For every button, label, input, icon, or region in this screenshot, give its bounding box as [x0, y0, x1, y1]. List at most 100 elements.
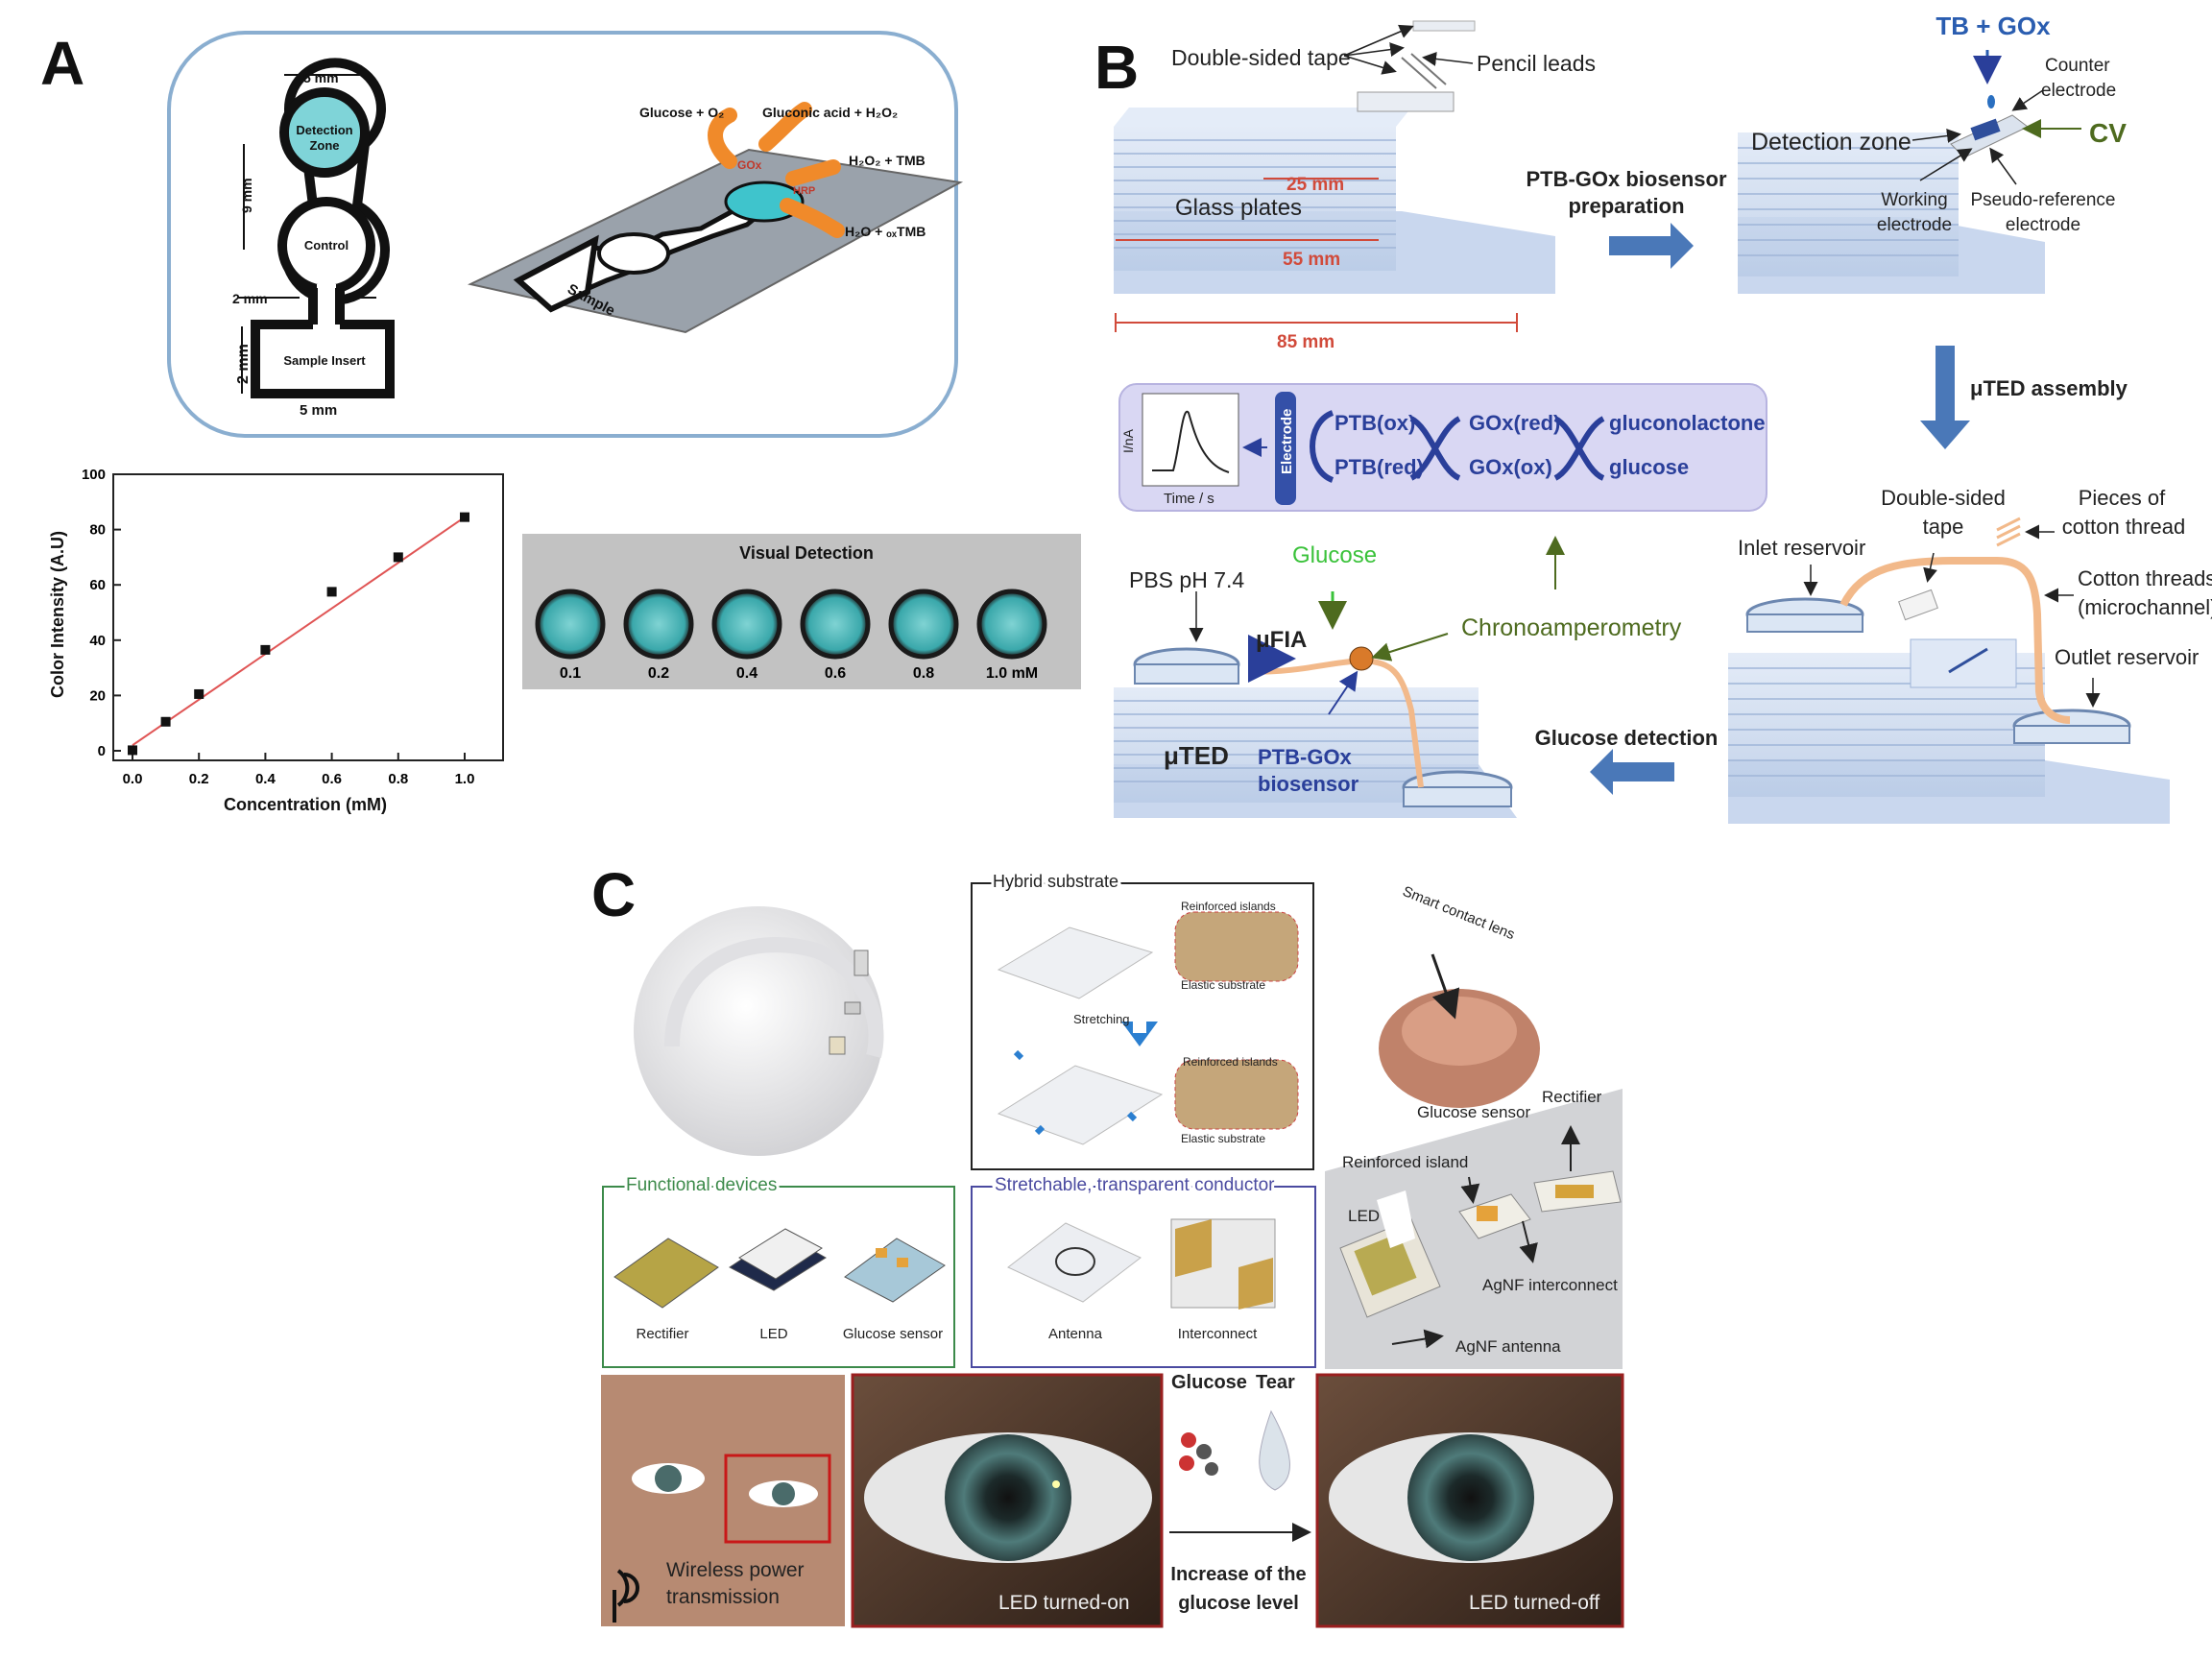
- zone-sample-insert: Sample Insert: [283, 353, 366, 368]
- glass-stack-assembled: [1728, 517, 2170, 824]
- chart-y-axis-label: Color Intensity (A.U): [48, 531, 67, 698]
- label-rectifier: Rectifier: [1542, 1088, 1602, 1106]
- paper-device-3d: [467, 102, 964, 334]
- label-antenna: Antenna: [1048, 1326, 1103, 1342]
- cross-arrow-2: [1553, 416, 1605, 481]
- chart-y-tick-label: 100: [82, 467, 106, 483]
- chart-y-tick-label: 20: [89, 687, 106, 704]
- label-glucose-detection: Glucose detection: [1535, 726, 1719, 750]
- label-counter-line2: electrode: [2041, 81, 2116, 101]
- label-gox: GOx: [737, 158, 762, 172]
- smart-lens-finger-image: [1379, 953, 1540, 1108]
- stretchable-conductor-title: Stretchable, transparent conductor: [995, 1175, 1275, 1195]
- label-led-off: LED turned-off: [1469, 1592, 1599, 1614]
- label-pseudo-line2: electrode: [2006, 215, 2080, 235]
- label-elastic-substrate-2: Elastic substrate: [1181, 1132, 1265, 1145]
- label-elastic-substrate-1: Elastic substrate: [1181, 978, 1265, 992]
- panel-a-letter: A: [40, 29, 84, 98]
- detection-well-label: 0.2: [648, 665, 669, 682]
- electrode-bar: [1275, 392, 1296, 505]
- detection-well-label: 0.1: [560, 665, 581, 682]
- label-increase-line1: Increase of the: [1170, 1564, 1306, 1585]
- mini-plot-y-label: I/nA: [1120, 428, 1136, 453]
- electrode-label: Electrode: [1279, 409, 1295, 474]
- label-outlet: Outlet reservoir: [2055, 645, 2199, 669]
- label-wireless-line2: transmission: [666, 1586, 780, 1608]
- label-pieces-line1: Pieces of: [2079, 486, 2166, 510]
- label-glass-plates: Glass plates: [1175, 195, 1302, 221]
- label-ptb-gox-line2: biosensor: [1258, 772, 1359, 796]
- chart-data-point: [194, 688, 204, 699]
- label-counter-line1: Counter: [2045, 56, 2110, 76]
- detection-well: [888, 589, 959, 660]
- glucose-tear-image: [1169, 1409, 1311, 1542]
- chart-data-point: [393, 552, 403, 563]
- gluconolactone: gluconolactone: [1609, 411, 1766, 435]
- eye-led-off-image: [1315, 1373, 1624, 1628]
- detection-well: [623, 589, 694, 660]
- label-reinforced-islands-1: Reinforced islands: [1181, 900, 1276, 913]
- face-image: [601, 1375, 845, 1626]
- chart-x-tick-label: 0.6: [322, 771, 342, 787]
- visual-detection-title: Visual Detection: [739, 543, 874, 563]
- label-uted: μTED: [1164, 741, 1229, 770]
- label-ds-tape-line1: Double-sided: [1881, 486, 2006, 510]
- glass-stack-uted: [1114, 536, 1565, 818]
- detection-well: [535, 589, 606, 660]
- gox-red: GOx(red): [1469, 411, 1560, 435]
- gox-ox: GOx(ox): [1469, 455, 1552, 479]
- glass-stack-sensor: [1738, 50, 2081, 294]
- label-cv: CV: [2089, 118, 2127, 148]
- chart-data-point: [326, 587, 337, 597]
- conductor-icons: [1007, 1218, 1276, 1310]
- label-glucose-sensor: Glucose sensor: [1417, 1103, 1530, 1121]
- chart-x-tick-label: 0.2: [189, 771, 209, 787]
- arrow-assembly: [1920, 346, 1970, 449]
- label-glucose: Glucose: [1171, 1372, 1247, 1393]
- label-uted-assembly: μTED assembly: [1970, 376, 2128, 400]
- glass-stack-prep: [1114, 20, 1555, 332]
- chart-y-tick-label: 80: [89, 522, 106, 539]
- cross-arrow-1: [1409, 416, 1461, 481]
- paper-device-schematic: [238, 58, 395, 398]
- contact-lens-image: [634, 906, 884, 1156]
- mini-plot-x-label: Time / s: [1164, 491, 1214, 507]
- dim-85mm: 85 mm: [1277, 332, 1334, 352]
- label-led-on: LED turned-on: [998, 1592, 1130, 1614]
- label-cotton-line2: (microchannel): [2078, 595, 2212, 619]
- label-glucose-sensor-box: Glucose sensor: [843, 1326, 943, 1342]
- detection-well-label: 1.0 mM: [986, 665, 1038, 682]
- detection-well: [976, 589, 1047, 660]
- hybrid-substrate-illustration: [997, 911, 1299, 1145]
- chart-plot-area: [112, 473, 504, 761]
- dim-middle: 9 mm: [239, 178, 254, 213]
- curved-arrow-1: [1310, 410, 1334, 483]
- zone-detection-line1: Detection: [296, 123, 352, 137]
- ptb-red: PTB(red): [1334, 455, 1424, 479]
- mini-chrono-plot: [1142, 393, 1239, 487]
- label-ds-tape-line2: tape: [1923, 515, 1964, 539]
- panel-c-letter: C: [591, 860, 636, 929]
- functional-devices-title: Functional devices: [626, 1175, 777, 1195]
- detection-well-label: 0.4: [736, 665, 757, 682]
- dim-neck: 2 mm: [232, 291, 268, 306]
- panel-b-letter: B: [1094, 33, 1139, 102]
- chart-x-tick-label: 0.8: [388, 771, 408, 787]
- detection-well: [800, 589, 871, 660]
- chart-x-tick-label: 0.0: [123, 771, 143, 787]
- label-ufia: μFIA: [1256, 627, 1307, 653]
- chart-x-tick-label: 0.4: [255, 771, 276, 787]
- reaction-h2o-oxtmb: H₂O + ₒₓTMB: [845, 224, 926, 239]
- label-cotton-line1: Cotton threads: [2078, 566, 2212, 590]
- chart-y-tick-label: 0: [98, 743, 106, 759]
- dim-top-width: 5 mm: [303, 70, 339, 85]
- chart-data-point: [160, 716, 171, 727]
- chart-y-tick-label: 40: [89, 633, 106, 649]
- chart-data-point: [460, 512, 469, 522]
- label-tear: Tear: [1256, 1372, 1295, 1393]
- chart-fit-line: [132, 516, 466, 747]
- label-hrp: HRP: [793, 185, 815, 197]
